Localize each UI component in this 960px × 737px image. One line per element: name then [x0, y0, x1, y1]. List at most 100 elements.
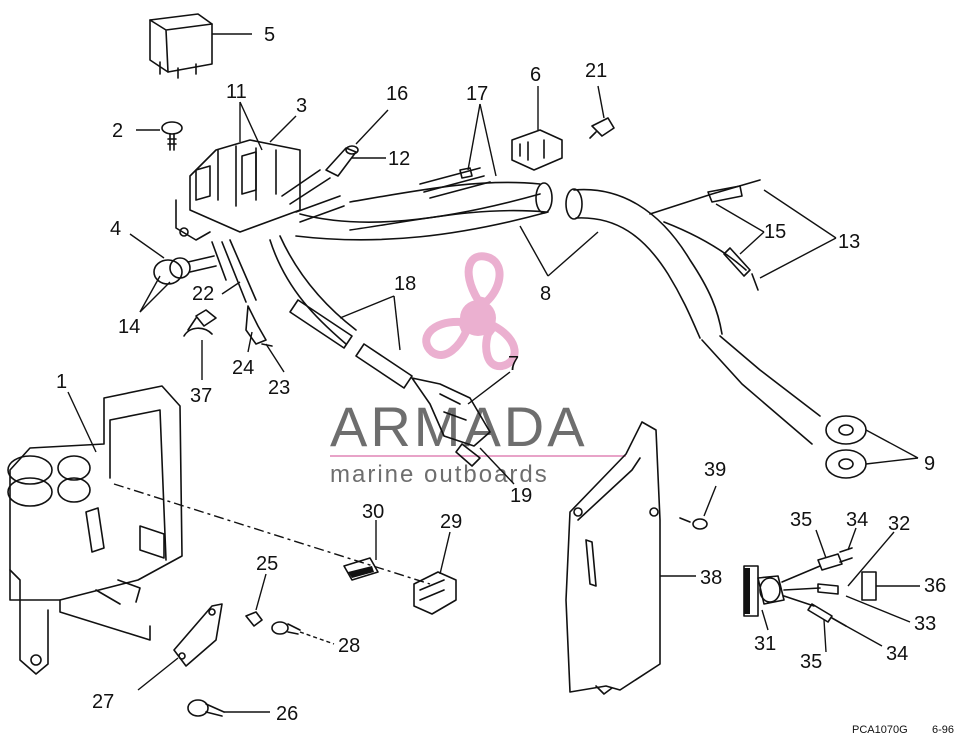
leader-31 — [761, 609, 769, 631]
leader-14a — [139, 275, 161, 313]
callout-2: 2 — [112, 120, 123, 142]
callout-6: 6 — [530, 64, 541, 86]
watermark-logo — [422, 252, 519, 371]
diagram-code: PCA1070G — [852, 724, 908, 736]
harness-wires — [211, 169, 549, 345]
callout-33: 33 — [914, 613, 936, 635]
leader-35b — [823, 619, 827, 653]
callout-29: 29 — [440, 511, 462, 533]
leader-32 — [847, 531, 895, 587]
leader-27 — [137, 657, 179, 691]
assembly-line — [113, 483, 431, 585]
callout-11: 11 — [226, 81, 247, 103]
leader-21 — [597, 85, 605, 119]
leader-16 — [355, 109, 389, 145]
ring-terminals-part-9 — [701, 335, 867, 479]
watermark-brand: ARMADA — [330, 395, 588, 458]
callout-35-bottom: 35 — [800, 651, 822, 673]
leader-9a — [865, 429, 919, 459]
leader-1 — [67, 391, 97, 453]
terminals-part-17 — [419, 167, 491, 199]
callout-28: 28 — [338, 635, 360, 657]
callout-15: 15 — [764, 221, 786, 243]
cap-part-36 — [861, 571, 877, 601]
leader-15b — [739, 231, 765, 255]
terminals-part-13 — [649, 179, 761, 291]
leader-15a — [715, 203, 765, 233]
leader-7 — [467, 371, 511, 405]
callout-8: 8 — [540, 283, 551, 305]
clip-part-37 — [183, 309, 217, 337]
leader-28 — [299, 631, 335, 645]
callout-35-top: 35 — [790, 509, 812, 531]
callout-24: 24 — [232, 357, 254, 379]
callout-39: 39 — [704, 459, 726, 481]
leader-33 — [845, 595, 911, 623]
callout-32: 32 — [888, 513, 910, 535]
leader-8b — [547, 231, 599, 277]
screw-part-39 — [679, 517, 708, 530]
callout-13: 13 — [838, 231, 860, 253]
screw-part-26 — [187, 699, 225, 717]
nut-part-25 — [245, 611, 263, 627]
leader-25 — [255, 573, 267, 611]
leader-9b — [865, 457, 919, 465]
callout-31: 31 — [754, 633, 776, 655]
bracket-part-1 — [7, 385, 183, 675]
callout-16: 16 — [386, 83, 408, 105]
callout-21: 21 — [585, 60, 607, 82]
leader-23 — [265, 343, 285, 373]
leader-22 — [221, 281, 241, 295]
leader-8a — [519, 225, 549, 277]
callout-17: 17 — [466, 83, 488, 105]
callout-23: 23 — [268, 377, 290, 399]
callout-25: 25 — [256, 553, 278, 575]
callout-5: 5 — [264, 24, 275, 46]
callout-1: 1 — [56, 371, 67, 393]
clip-part-21 — [589, 117, 615, 139]
switch-part-4 — [153, 255, 217, 285]
relay-part-5 — [149, 13, 213, 79]
callout-38: 38 — [700, 567, 722, 589]
plate-part-27 — [173, 603, 223, 667]
leads-part-34 — [781, 547, 853, 627]
watermark-tagline: marine outboards — [330, 461, 549, 488]
leader-18b — [393, 295, 401, 351]
leader-18a — [339, 295, 395, 319]
grommet-part-29 — [413, 571, 457, 615]
leader-17b — [479, 103, 497, 177]
leader-14b — [139, 281, 171, 313]
leader-34a — [847, 527, 857, 551]
leader-13a — [763, 189, 837, 239]
callout-14: 14 — [118, 316, 140, 338]
terminal-block-part-3 — [175, 139, 301, 241]
leader-3 — [269, 115, 297, 143]
callout-9: 9 — [924, 453, 935, 475]
leader-13b — [759, 237, 837, 279]
conduit-part-8 — [349, 181, 723, 339]
cover-part-38 — [565, 421, 661, 695]
diagram-date: 6-96 — [932, 724, 954, 736]
screw-part-28 — [271, 621, 301, 635]
callout-22: 22 — [192, 283, 214, 305]
callout-30: 30 — [362, 501, 384, 523]
callout-27: 27 — [92, 691, 114, 713]
callout-34-bottom: 34 — [886, 643, 908, 665]
callout-37: 37 — [190, 385, 212, 407]
callout-18: 18 — [394, 273, 416, 295]
callout-36: 36 — [924, 575, 946, 597]
screw-part-2 — [161, 121, 183, 151]
switch-part-31 — [743, 565, 785, 617]
connector-part-6 — [511, 129, 563, 171]
callout-4: 4 — [110, 218, 121, 240]
leader-39 — [703, 485, 717, 517]
leader-4 — [129, 233, 165, 259]
callout-26: 26 — [276, 703, 298, 725]
callout-3: 3 — [296, 95, 307, 117]
sleeves-part-18 — [289, 299, 413, 389]
leader-17a — [467, 103, 481, 171]
leader-24 — [247, 331, 253, 353]
callout-7: 7 — [508, 353, 519, 375]
leader-35a — [815, 529, 827, 559]
